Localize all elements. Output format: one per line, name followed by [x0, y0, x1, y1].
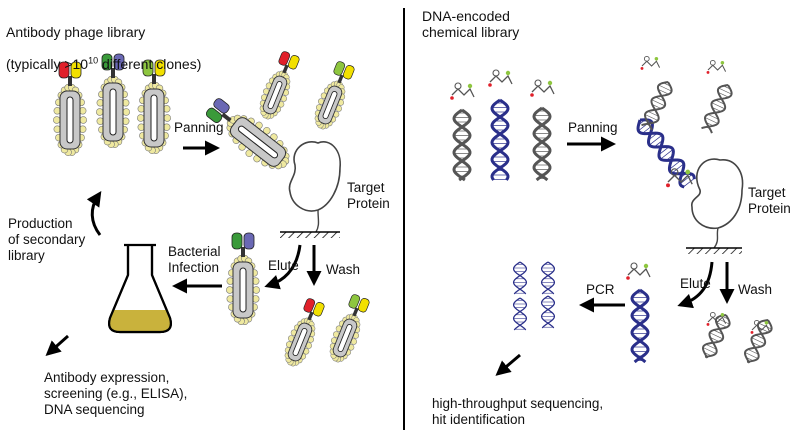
bound-phage	[205, 98, 290, 170]
phage-icon	[284, 298, 325, 367]
eluted-dna	[626, 262, 651, 364]
washed-dna	[701, 311, 773, 364]
wash-label-right: Wash	[738, 282, 773, 297]
small-molecule-icon	[488, 69, 513, 87]
culture-flask	[108, 243, 172, 334]
downstream-arrow-left	[45, 334, 69, 356]
small-molecule-icon	[706, 59, 727, 74]
target-protein-label-left: Target Protein	[347, 180, 390, 211]
panning-label-left: Panning	[174, 120, 224, 135]
phage-icon	[314, 61, 355, 130]
downstream-label-left: Antibody expression, screening (e.g., EL…	[44, 370, 188, 417]
target-protein-label-right: Target Protein	[748, 185, 791, 216]
dna-helix-icon	[512, 261, 528, 295]
phage-icon	[259, 51, 300, 120]
dna-helix-icon	[630, 288, 650, 364]
dna-library-group	[450, 69, 555, 182]
small-molecule-icon	[750, 319, 771, 334]
bacterial-infection-label: Bacterial Infection	[168, 244, 221, 275]
dna-helix-icon	[452, 108, 472, 182]
pcr-label: PCR	[586, 282, 615, 297]
unbound-phages	[259, 51, 355, 130]
elute-arrow-left	[264, 244, 302, 290]
bound-dna	[636, 118, 696, 189]
dna-helix-icon	[641, 81, 673, 131]
target-protein-right	[686, 158, 744, 254]
dna-helix-icon	[701, 314, 731, 359]
dna-helix-icon	[490, 98, 510, 181]
elute-label-left: Elute	[268, 258, 299, 273]
small-molecule-icon	[706, 311, 727, 326]
target-protein-left	[280, 141, 341, 238]
dna-helix-icon	[540, 295, 556, 329]
small-molecule-icon	[530, 79, 555, 97]
eluted-phage	[226, 232, 260, 325]
downstream-label-right: high-throughput sequencing, hit identifi…	[432, 396, 604, 427]
unbound-dna	[640, 55, 733, 134]
phage-icon	[329, 294, 370, 363]
right-title: DNA-encoded chemical library	[422, 8, 520, 40]
left-title: Antibody phage library (typically >1010 …	[6, 8, 201, 72]
left-title-line2-suffix: different clones)	[98, 56, 202, 72]
dna-helix-icon	[512, 297, 528, 331]
small-molecule-icon	[640, 55, 661, 70]
elute-arrow-right	[677, 261, 714, 309]
small-molecule-icon	[666, 168, 693, 188]
phage-icon	[137, 59, 171, 155]
small-molecule-icon	[450, 82, 475, 100]
left-title-exponent: 10	[88, 55, 99, 66]
downstream-arrow-right	[495, 353, 521, 376]
phage-icon	[226, 232, 260, 325]
dna-helix-icon	[701, 84, 733, 134]
dna-helix-icon	[636, 118, 696, 189]
dna-helix-icon	[540, 261, 556, 295]
left-title-line1: Antibody phage library	[6, 24, 146, 40]
panning-label-right: Panning	[568, 120, 618, 135]
phage-icon	[205, 98, 290, 170]
amplified-dna	[512, 261, 556, 331]
elute-label-right: Elute	[680, 276, 711, 291]
phage-icon	[53, 61, 87, 157]
production-label: Production of secondary library	[8, 216, 86, 263]
production-arrow	[86, 191, 102, 236]
dna-helix-icon	[532, 106, 552, 182]
left-title-line2-prefix: (typically >10	[6, 56, 89, 72]
wash-label-left: Wash	[326, 262, 361, 277]
small-molecule-icon	[626, 262, 651, 280]
washed-phages	[284, 294, 370, 367]
phage-icon	[96, 53, 130, 149]
dna-helix-icon	[743, 319, 773, 364]
phage-library-group	[53, 53, 171, 157]
